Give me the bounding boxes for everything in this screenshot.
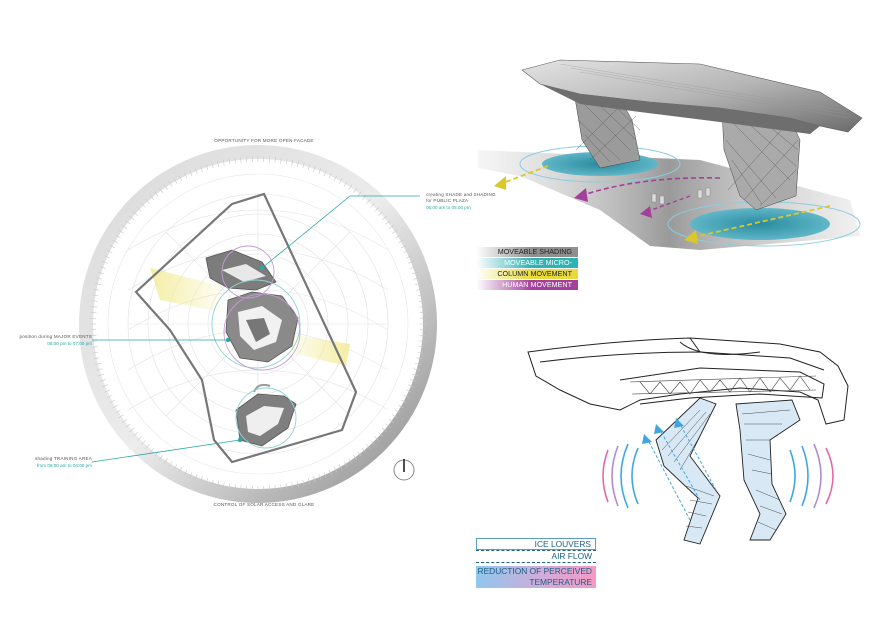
temperature-waves-right (789, 443, 834, 509)
legend-ice-louvers-label: ICE LOUVERS (534, 539, 591, 549)
ice-louver-column-left (655, 397, 721, 545)
legend-column-movement: COLUMN MOVEMENT (476, 269, 578, 279)
sun-beam-east (288, 334, 350, 366)
legend-column-movement-label: COLUMN MOVEMENT (497, 269, 572, 278)
sun-beam-west (150, 268, 222, 312)
legend-moveable-shading-label: MOVEABLE SHADING (497, 247, 572, 256)
legend-ice-louvers: ICE LOUVERS (476, 538, 596, 550)
annotation-events-title: position during MAJOR EVENTS (19, 334, 92, 339)
legend-air-flow-label: AIR FLOW (551, 551, 592, 561)
air-flow-arrows (647, 423, 717, 521)
annotation-plaza-time: 06:00 am to 05:00 pm (426, 205, 471, 210)
human-figures (651, 187, 711, 205)
ice-louver-column-right (735, 399, 801, 541)
north-arrow-icon (393, 459, 415, 481)
top-caption: OPPORTUNITY FOR MORE OPEN FACADE (214, 138, 314, 143)
annotation-plaza-title: creating SHADE and SHADING for PUBLIC PL… (426, 192, 496, 203)
legend-human-movement-label: HUMAN MOVEMENT (502, 280, 572, 289)
legend-reduction-line2: TEMPERATURE (529, 577, 592, 587)
air-flow-arrowheads (642, 418, 684, 444)
annotation-training-time: from 06:00 am to 04:00 pm (36, 463, 92, 468)
legend-human-movement: HUMAN MOVEMENT (476, 280, 578, 290)
annotation-training-title: shading TRAINING AREA (35, 456, 92, 461)
annotation-events-time: 06:00 pm to 07:00 pm (47, 341, 92, 346)
legend-air-flow: AIR FLOW (476, 550, 596, 563)
micro-climate-pool-2 (690, 208, 830, 240)
temperature-waves-left (602, 443, 639, 509)
truss (629, 375, 817, 395)
legend-reduction-line1: REDUCTION OF PERCEIVED (477, 566, 592, 576)
orientation-ring (79, 145, 437, 503)
human-movement-arrows (574, 177, 721, 218)
movement-circles (211, 245, 301, 449)
section-roof (527, 337, 849, 425)
ring-ticks (90, 156, 426, 492)
column-movement-arrows (494, 165, 831, 244)
bottom-caption: CONTROL OF SOLAR ACCESS AND GLARE (213, 502, 315, 507)
site-boundary (134, 192, 358, 464)
annotation-leaders (91, 195, 420, 463)
legend-moveable-shading: MOVEABLE SHADING (476, 247, 578, 257)
legend-reduction-temperature: REDUCTION OF PERCEIVED TEMPERATURE (476, 566, 596, 588)
